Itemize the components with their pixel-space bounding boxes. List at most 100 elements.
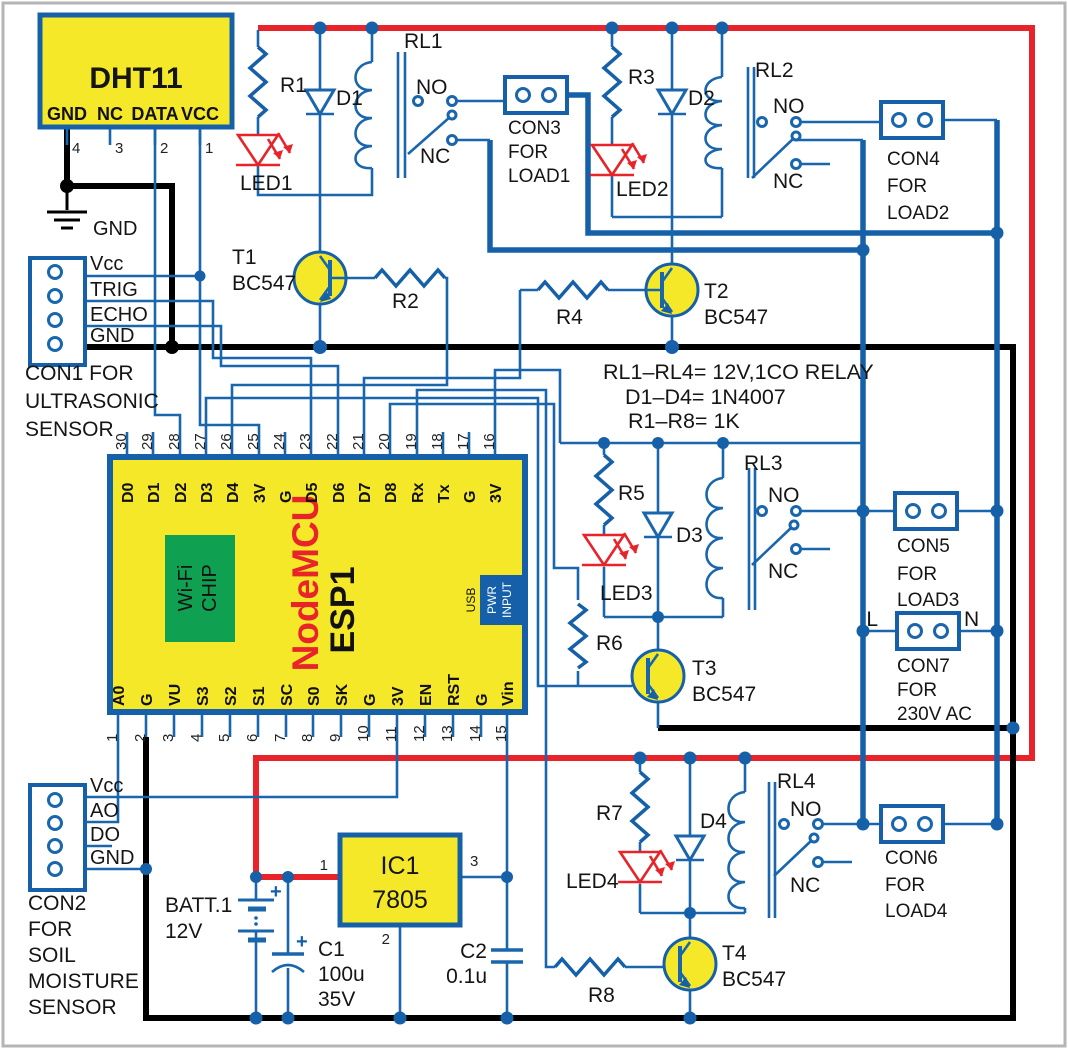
transistor-t3 xyxy=(630,648,686,704)
pin-num: 27 xyxy=(192,433,209,450)
junction-dots xyxy=(60,21,1020,1025)
pin-num: 18 xyxy=(429,433,446,450)
con2-vcc: Vcc xyxy=(90,775,123,797)
con3-2: FOR xyxy=(508,142,548,163)
con2-do: DO xyxy=(90,824,120,846)
pin-num: 17 xyxy=(455,433,472,450)
rl1-core xyxy=(396,52,407,178)
rl3-nc: NC xyxy=(768,560,798,583)
pin-label: SC xyxy=(279,683,296,706)
pin-label: D6 xyxy=(331,482,348,503)
connector-captions: CON3 FOR LOAD1 CON4 FOR LOAD2 CON5 FOR L… xyxy=(508,118,979,922)
pin-label: D7 xyxy=(357,482,374,503)
pin-num: 24 xyxy=(271,433,288,450)
con3-1: CON3 xyxy=(508,118,561,139)
pin-num: 20 xyxy=(376,433,393,450)
pin-label: S2 xyxy=(223,686,240,706)
con3-3: LOAD1 xyxy=(508,166,570,187)
t1-part: BC547 xyxy=(232,272,296,295)
con1-trig: TRIG xyxy=(90,279,138,301)
r4-label: R4 xyxy=(556,306,583,329)
wire-con2-vcc xyxy=(85,737,399,799)
rl2-no: NO xyxy=(773,95,805,118)
pin-num: 12 xyxy=(411,725,428,742)
r7-label: R7 xyxy=(596,802,623,825)
pin-num: 26 xyxy=(218,433,235,450)
pin-num: 28 xyxy=(166,433,183,450)
pin-label: Tx xyxy=(436,484,453,503)
pin-num: 25 xyxy=(245,433,262,450)
con5-3: LOAD3 xyxy=(897,590,959,611)
con7-connector xyxy=(895,611,961,651)
dht11-num-2: 2 xyxy=(160,140,168,157)
wire-con3-bus xyxy=(568,92,997,236)
relay-rl2 xyxy=(704,67,802,179)
pin-label: D3 xyxy=(199,482,216,503)
nodemcu-part: ESP1 xyxy=(324,567,362,654)
con1-caption-3: SENSOR xyxy=(25,418,114,441)
r2-label: R2 xyxy=(392,290,419,313)
batt-label: BATT.1 xyxy=(165,894,232,917)
con4-connector xyxy=(879,100,945,140)
resistor-r4 xyxy=(536,279,610,301)
ic1-ref: IC1 xyxy=(381,852,420,880)
led2-label: LED2 xyxy=(616,178,669,201)
diodes xyxy=(303,88,707,863)
t4-label: T4 xyxy=(722,942,747,965)
con2-caption-5: SENSOR xyxy=(28,996,117,1019)
dht11-pin-nc: NC xyxy=(97,104,123,124)
wire-rl1-coil xyxy=(320,28,374,197)
resistor-r1 xyxy=(247,45,269,119)
bottom-pin-stubs xyxy=(116,712,509,737)
con5-2: FOR xyxy=(897,564,937,585)
pin-label: 3V xyxy=(252,483,269,503)
t3-part: BC547 xyxy=(692,683,756,706)
con7-2: FOR xyxy=(897,680,937,701)
dht11-block: DHT11 GND NC DATA VCC 4 3 2 1 xyxy=(37,12,235,157)
pin-label: 3V xyxy=(488,483,505,503)
ground-label: GND xyxy=(93,218,137,240)
nodemcu-bottom-pins: A0 G VU S3 S2 S1 SC S0 SK G 3V EN RST G … xyxy=(104,674,517,742)
resistor-r2 xyxy=(373,267,447,289)
con7-l: L xyxy=(866,608,878,631)
d2-label: D2 xyxy=(688,87,715,110)
led1-icon xyxy=(235,132,293,168)
pin-label: D0 xyxy=(120,482,137,503)
con4-2: FOR xyxy=(887,176,927,197)
rl3-core xyxy=(747,468,757,610)
usb-label: USB xyxy=(464,588,478,613)
con4-1: CON4 xyxy=(887,149,940,170)
con2-ao: AO xyxy=(90,800,119,822)
pin-label: 3V xyxy=(390,686,407,706)
wifi-label-1: Wi-Fi xyxy=(175,565,197,612)
wire-con1-echo xyxy=(85,324,340,432)
con2-caption-2: FOR xyxy=(28,918,72,941)
wire-t3-d3 xyxy=(204,396,632,688)
con7-3: 230V AC xyxy=(897,704,972,725)
pin-label: EN xyxy=(418,684,435,706)
pin-label: S1 xyxy=(251,686,268,706)
con2-caption-1: CON2 xyxy=(28,892,86,915)
pin-num: 13 xyxy=(439,725,456,742)
con1-caption-1: CON1 FOR xyxy=(25,362,134,385)
wire-rail-3v xyxy=(493,368,562,443)
rl3-coil xyxy=(705,476,724,600)
pin-num: 9 xyxy=(327,734,344,742)
dht11-num-4: 4 xyxy=(72,140,80,157)
note-1: RL1–RL4= 12V,1CO RELAY xyxy=(603,360,874,384)
batt-voltage: 12V xyxy=(165,920,202,943)
pin-num: 4 xyxy=(188,734,205,742)
d3-label: D3 xyxy=(676,524,703,547)
diode-d2 xyxy=(655,88,689,117)
notes-block: RL1–RL4= 12V,1CO RELAY D1–D4= 1N4007 R1–… xyxy=(603,360,874,433)
c1-voltage: 35V xyxy=(318,988,355,1011)
pin-label: Vin xyxy=(500,681,517,706)
ground-symbol-icon: GND xyxy=(47,210,137,240)
wifi-chip xyxy=(165,535,235,642)
ic1-pin3: 3 xyxy=(470,853,478,870)
wire-con2-ao xyxy=(85,737,120,824)
resistors xyxy=(247,45,651,978)
c2-value: 0.1u xyxy=(446,965,487,988)
pin-num: 1 xyxy=(104,734,121,742)
